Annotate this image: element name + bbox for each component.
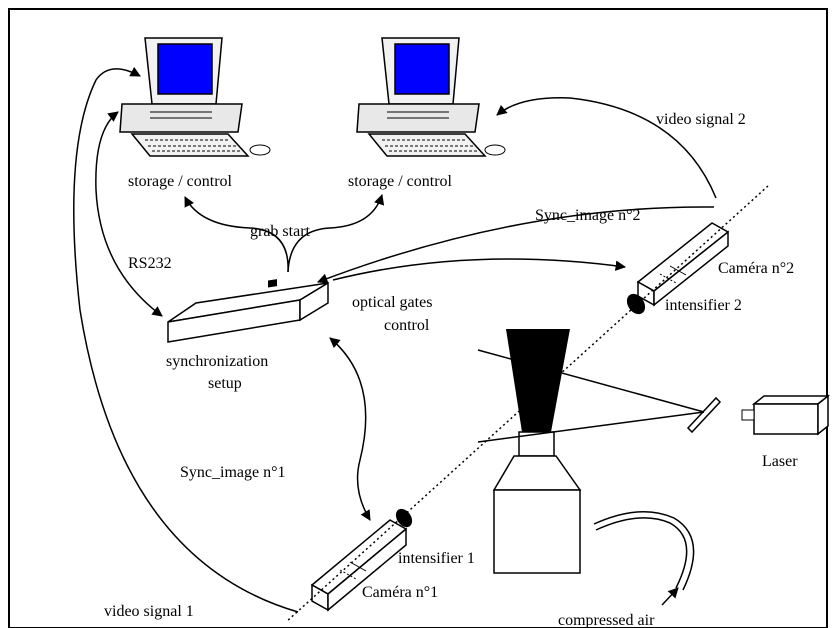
screen-left <box>157 43 213 95</box>
label-compressed-air: compressed air <box>558 612 655 628</box>
arrow-video-signal-1 <box>73 66 299 613</box>
computer-right-icon <box>356 37 506 157</box>
arrow-grab-start-left <box>184 196 289 273</box>
label-grab-start: grab start <box>250 223 311 240</box>
label-camera-2: Caméra n°2 <box>718 260 794 277</box>
laser-beam-bottom <box>477 411 705 443</box>
label-storage-left: storage / control <box>128 173 233 190</box>
label-intensifier-2: intensifier 2 <box>665 297 742 314</box>
computer-left-icon <box>119 37 271 157</box>
diagram-frame <box>8 8 828 628</box>
label-video-signal-1: video signal 1 <box>104 603 194 620</box>
label-sync-setup-2: setup <box>208 375 242 392</box>
camera-2-icon <box>626 222 730 315</box>
optical-axis <box>285 185 769 623</box>
label-optical-gates-1: optical gates <box>352 294 432 311</box>
laser-beam-top <box>477 349 705 413</box>
spray-cone-icon <box>492 329 582 574</box>
label-laser: Laser <box>762 453 798 470</box>
arrow-sync-image-1 <box>329 337 371 521</box>
label-sync-image-1: Sync_image n°1 <box>180 464 286 481</box>
arrow-video-signal-2 <box>496 97 717 199</box>
laser-icon <box>686 394 831 436</box>
label-optical-gates-2: control <box>384 317 430 334</box>
camera-1-icon <box>310 508 413 612</box>
label-video-signal-2: video signal 2 <box>656 111 746 128</box>
label-sync-image-2: Sync_image n°2 <box>535 207 641 224</box>
label-sync-setup-1: synchronization <box>166 353 268 370</box>
label-storage-right: storage / control <box>348 173 453 190</box>
label-camera-1: Caméra n°1 <box>362 584 438 601</box>
synchronization-box <box>167 279 329 343</box>
arrow-sync-image-2 <box>317 206 715 284</box>
compressed-air-tube <box>595 517 688 589</box>
arrow-rs232 <box>95 111 163 317</box>
compressed-air-arrow <box>661 587 679 606</box>
arrow-optical-gates <box>332 258 627 281</box>
label-intensifier-1: intensifier 1 <box>398 550 475 567</box>
screen-right <box>394 43 450 95</box>
label-rs232: RS232 <box>128 255 172 272</box>
arrow-grab-start-right <box>287 194 385 273</box>
